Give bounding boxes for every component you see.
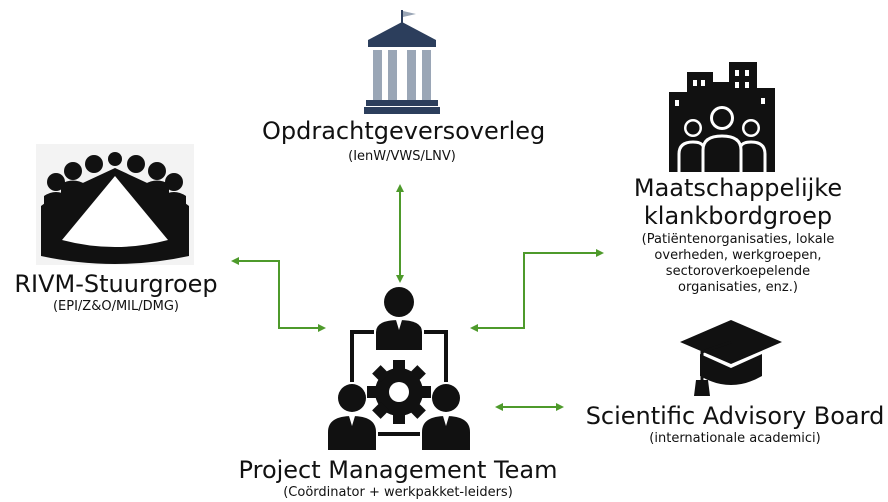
arrow-klankbord-pmt	[470, 249, 604, 332]
project-management-team-title: Project Management Team	[238, 456, 558, 484]
rivm-stuurgroep-title: RIVM-Stuurgroep	[14, 270, 218, 298]
klankbordgroep-subtitle-line3: sectoroverkoepelende	[665, 264, 811, 279]
graduation-cap-icon	[678, 318, 784, 398]
node-scientific-advisory-board: Scientific Advisory Board (international…	[582, 318, 888, 448]
node-rivm-stuurgroep: RIVM-Stuurgroep (EPI/Z&O/MIL/DMG)	[0, 144, 240, 314]
project-management-team-subtitle: (Coördinator + werkpakket-leiders)	[283, 485, 513, 500]
klankbordgroep-subtitle-line1: (Patiëntenorganisaties, lokale	[641, 232, 835, 247]
klankbordgroep-title-line1: Maatschappelijke	[633, 174, 843, 202]
community-group-icon	[665, 58, 779, 172]
rivm-stuurgroep-subtitle: (EPI/Z&O/MIL/DMG)	[52, 299, 180, 314]
opdrachtgeversoverleg-title: Opdrachtgeversoverleg	[262, 117, 546, 145]
node-klankbordgroep: Maatschappelijke klankbordgroep (Patiënt…	[600, 58, 888, 298]
opdrachtgeversoverleg-subtitle: (IenW/VWS/LNV)	[348, 149, 456, 164]
meeting-table-icon	[36, 144, 194, 265]
klankbordgroep-subtitle-line2: overheden, werkgroepen,	[654, 248, 822, 263]
team-management-icon	[326, 286, 472, 452]
scientific-advisory-board-subtitle: (internationale academici)	[649, 431, 821, 446]
klankbordgroep-subtitle-line4: organisaties, enz.)	[678, 280, 798, 295]
klankbordgroep-title-line2: klankbordgroep	[643, 202, 833, 230]
arrow-rivm-pmt	[231, 257, 326, 332]
node-project-management-team: Project Management Team (Coördinator + w…	[228, 286, 568, 502]
government-building-icon	[364, 10, 440, 116]
node-opdrachtgeversoverleg: Opdrachtgeversoverleg (IenW/VWS/LNV)	[262, 10, 546, 170]
scientific-advisory-board-title: Scientific Advisory Board	[585, 402, 885, 430]
